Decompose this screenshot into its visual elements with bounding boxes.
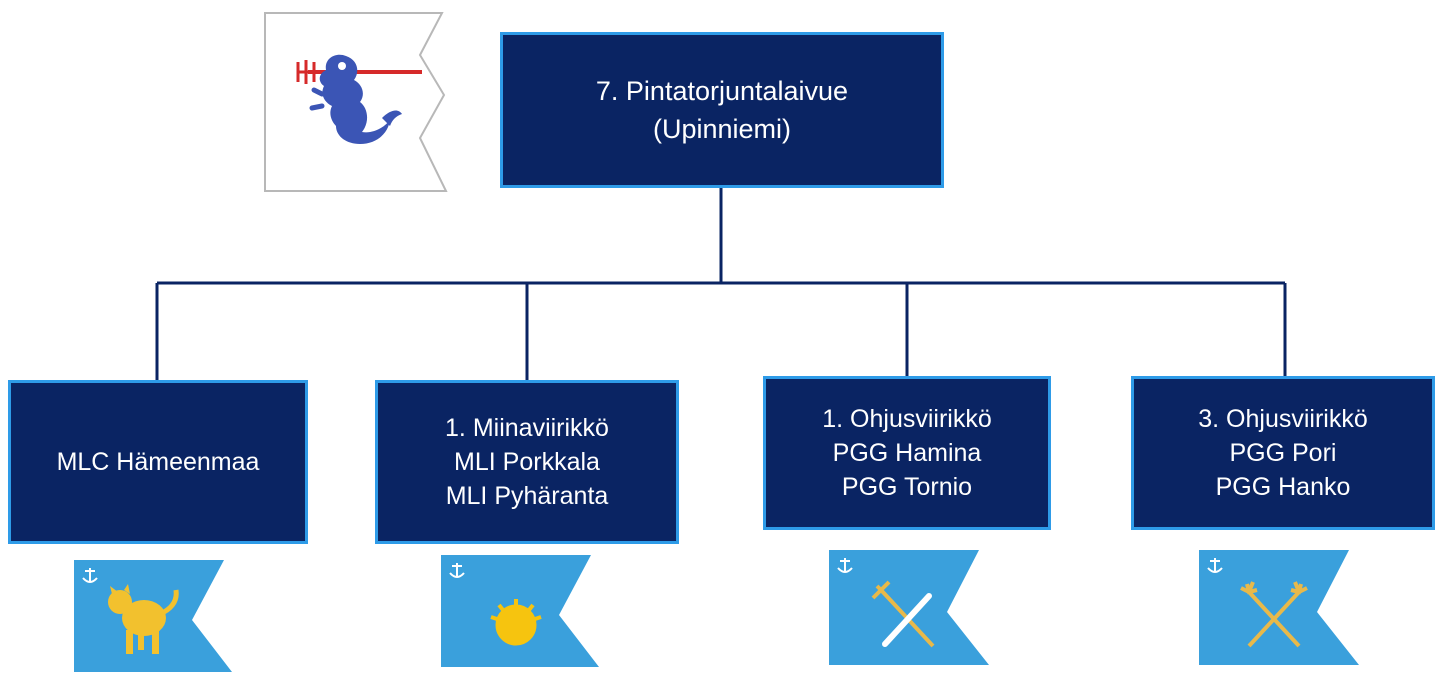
- unit-box-1-miinaviirikko: 1. Miinaviirikkö MLI Porkkala MLI Pyhära…: [375, 380, 679, 544]
- unit-ship-name: PGG Tornio: [841, 473, 973, 501]
- root-unit-box: 7. Pintatorjuntalaivue (Upinniemi): [500, 32, 944, 188]
- unit-ship-name: PGG Hanko: [1215, 473, 1351, 501]
- naval-mine-icon: [490, 599, 542, 646]
- anchor-icon: [1207, 558, 1223, 573]
- trident-missile-flag: [829, 550, 989, 665]
- crossed-tridents-icon: [1240, 581, 1308, 648]
- unit-title: 1. Ohjusviirikkö: [822, 405, 992, 433]
- lynx-icon: [108, 584, 179, 654]
- unit-ship-name: PGG Pori: [1229, 439, 1337, 467]
- anchor-icon: [449, 563, 465, 578]
- unit-box-1-ohjusviirikko: 1. Ohjusviirikkö PGG Hamina PGG Tornio: [763, 376, 1051, 530]
- anchor-icon: [837, 558, 853, 573]
- missile-icon: [882, 593, 932, 647]
- crossed-tridents-flag: [1199, 550, 1359, 665]
- root-squadron-flag: [264, 12, 448, 192]
- unit-box-3-ohjusviirikko: 3. Ohjusviirikkö PGG Pori PGG Hanko: [1131, 376, 1435, 530]
- unit-ship-name: MLI Pyhäranta: [445, 482, 609, 510]
- unit-title: 3. Ohjusviirikkö: [1198, 405, 1368, 433]
- unit-ship-name: PGG Hamina: [832, 439, 982, 467]
- root-unit-title: 7. Pintatorjuntalaivue: [595, 76, 849, 106]
- anchor-icon: [82, 568, 98, 583]
- mine-flag: [441, 555, 599, 667]
- unit-box-hameenmaa: MLC Hämeenmaa: [8, 380, 308, 544]
- unit-title: 1. Miinaviirikkö: [445, 414, 609, 442]
- root-unit-location: (Upinniemi): [652, 114, 792, 144]
- lynx-flag: [74, 560, 232, 672]
- unit-ship-name: MLI Porkkala: [454, 448, 600, 476]
- sea-monster-icon: [296, 54, 422, 144]
- unit-ship-name: MLC Hämeenmaa: [56, 448, 260, 476]
